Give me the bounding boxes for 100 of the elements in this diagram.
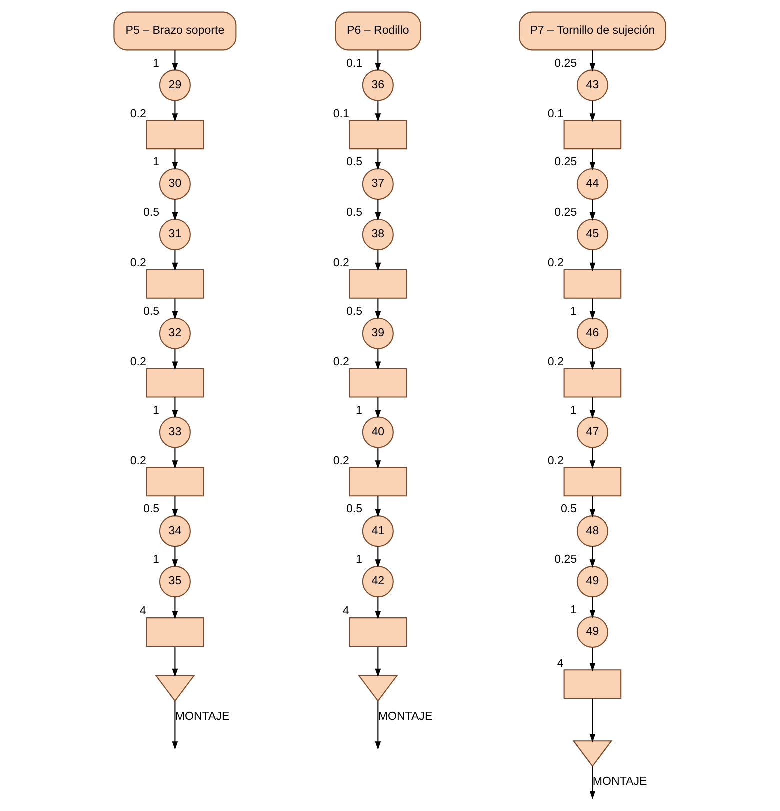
node-box [564,269,622,299]
node-circle: 30 [159,168,191,200]
node-label: 4 [557,658,564,670]
node-label: 0.5 [144,207,160,220]
node-circle: 34 [159,516,191,548]
node-label: 0.5 [346,306,363,318]
node-label: 1 [570,604,577,617]
arrow [172,701,178,750]
node-box [146,618,204,647]
arrow [590,398,596,419]
arrow [375,50,382,72]
arrow [375,646,382,678]
node-label: 0.5 [144,306,160,318]
arrow [590,496,596,518]
node-label: 0.5 [561,504,578,516]
node-label: 1 [356,554,362,566]
arrow [172,546,178,568]
node-label: 0.5 [346,156,363,169]
node-box [349,120,408,150]
arrow [590,766,596,800]
node-label: 1 [153,554,160,566]
arrow [375,349,382,370]
edge-label: MONTAJE [378,710,433,723]
node-box: P5 – Brazo soporte [114,12,237,51]
node-label: 1 [570,306,577,318]
node-box [564,368,622,398]
node-box [564,670,622,700]
node-label: 4 [140,606,146,618]
node-circle: 31 [159,218,191,251]
arrow [590,597,596,618]
node-box [146,120,204,150]
arrow [172,149,178,171]
node-box [349,618,408,647]
node-box [564,120,622,150]
node-label: 0.2 [548,356,564,368]
node-box [146,467,204,497]
node-circle: 32 [159,318,191,350]
node-label: 0.2 [333,455,350,468]
arrow [590,698,596,743]
arrow [375,496,382,518]
node-circle: 47 [576,416,608,448]
node-circle: 38 [362,218,394,251]
node-label: 1 [570,404,577,417]
node-label: 0.2 [130,356,146,368]
arrow [375,546,382,568]
node-box [349,368,408,398]
edge-label: MONTAJE [175,710,230,723]
node-box [349,269,408,299]
node-circle: 33 [159,416,191,448]
node-label: 0.5 [346,504,363,516]
node-label: 0.25 [554,58,578,70]
node-label: 0.2 [130,258,146,270]
arrow [590,546,596,568]
arrow [375,100,382,122]
node-circle: 39 [362,318,394,350]
node-label: 0.2 [333,258,350,270]
node-circle: 29 [159,70,191,102]
arrow [375,701,382,750]
arrow [590,298,596,320]
arrow [172,349,178,370]
arrow [172,496,178,518]
node-triangle [358,675,398,702]
node-label: 0.25 [554,207,578,220]
arrow [375,200,382,221]
node-circle: 48 [576,516,608,548]
arrow [590,50,596,72]
arrow [375,298,382,320]
node-circle: 49 [576,566,608,598]
node-label: 1 [153,58,160,70]
node-label: 0.2 [548,258,564,270]
node-circle: 37 [362,168,394,200]
node-label: 0.25 [554,156,578,169]
node-box: P6 – Rodillo [335,12,422,51]
node-circle: 36 [362,70,394,102]
node-circle: 42 [362,566,394,598]
node-label: 0.5 [144,504,160,516]
node-circle: 45 [576,218,608,251]
arrow [172,448,178,470]
node-label: 4 [342,606,350,618]
node-circle: 46 [576,318,608,350]
node-label: 0.5 [346,207,363,220]
node-box [349,467,408,497]
arrow [172,298,178,320]
node-label: 0.25 [554,554,578,566]
node-box [564,467,622,497]
node-box [146,368,204,398]
edge-label: MONTAJE [592,776,648,788]
arrow [375,398,382,419]
arrow [172,597,178,620]
node-label: 0.1 [548,108,564,120]
arrow [590,648,596,672]
node-label: 1 [153,404,160,417]
node-circle: 49 [576,616,608,648]
arrow [590,149,596,171]
node-label: 1 [153,156,160,169]
node-label: 0.1 [346,58,363,70]
arrow [590,100,596,122]
arrow [172,398,178,419]
node-circle: 43 [576,70,608,102]
node-label: 0.2 [130,108,146,120]
